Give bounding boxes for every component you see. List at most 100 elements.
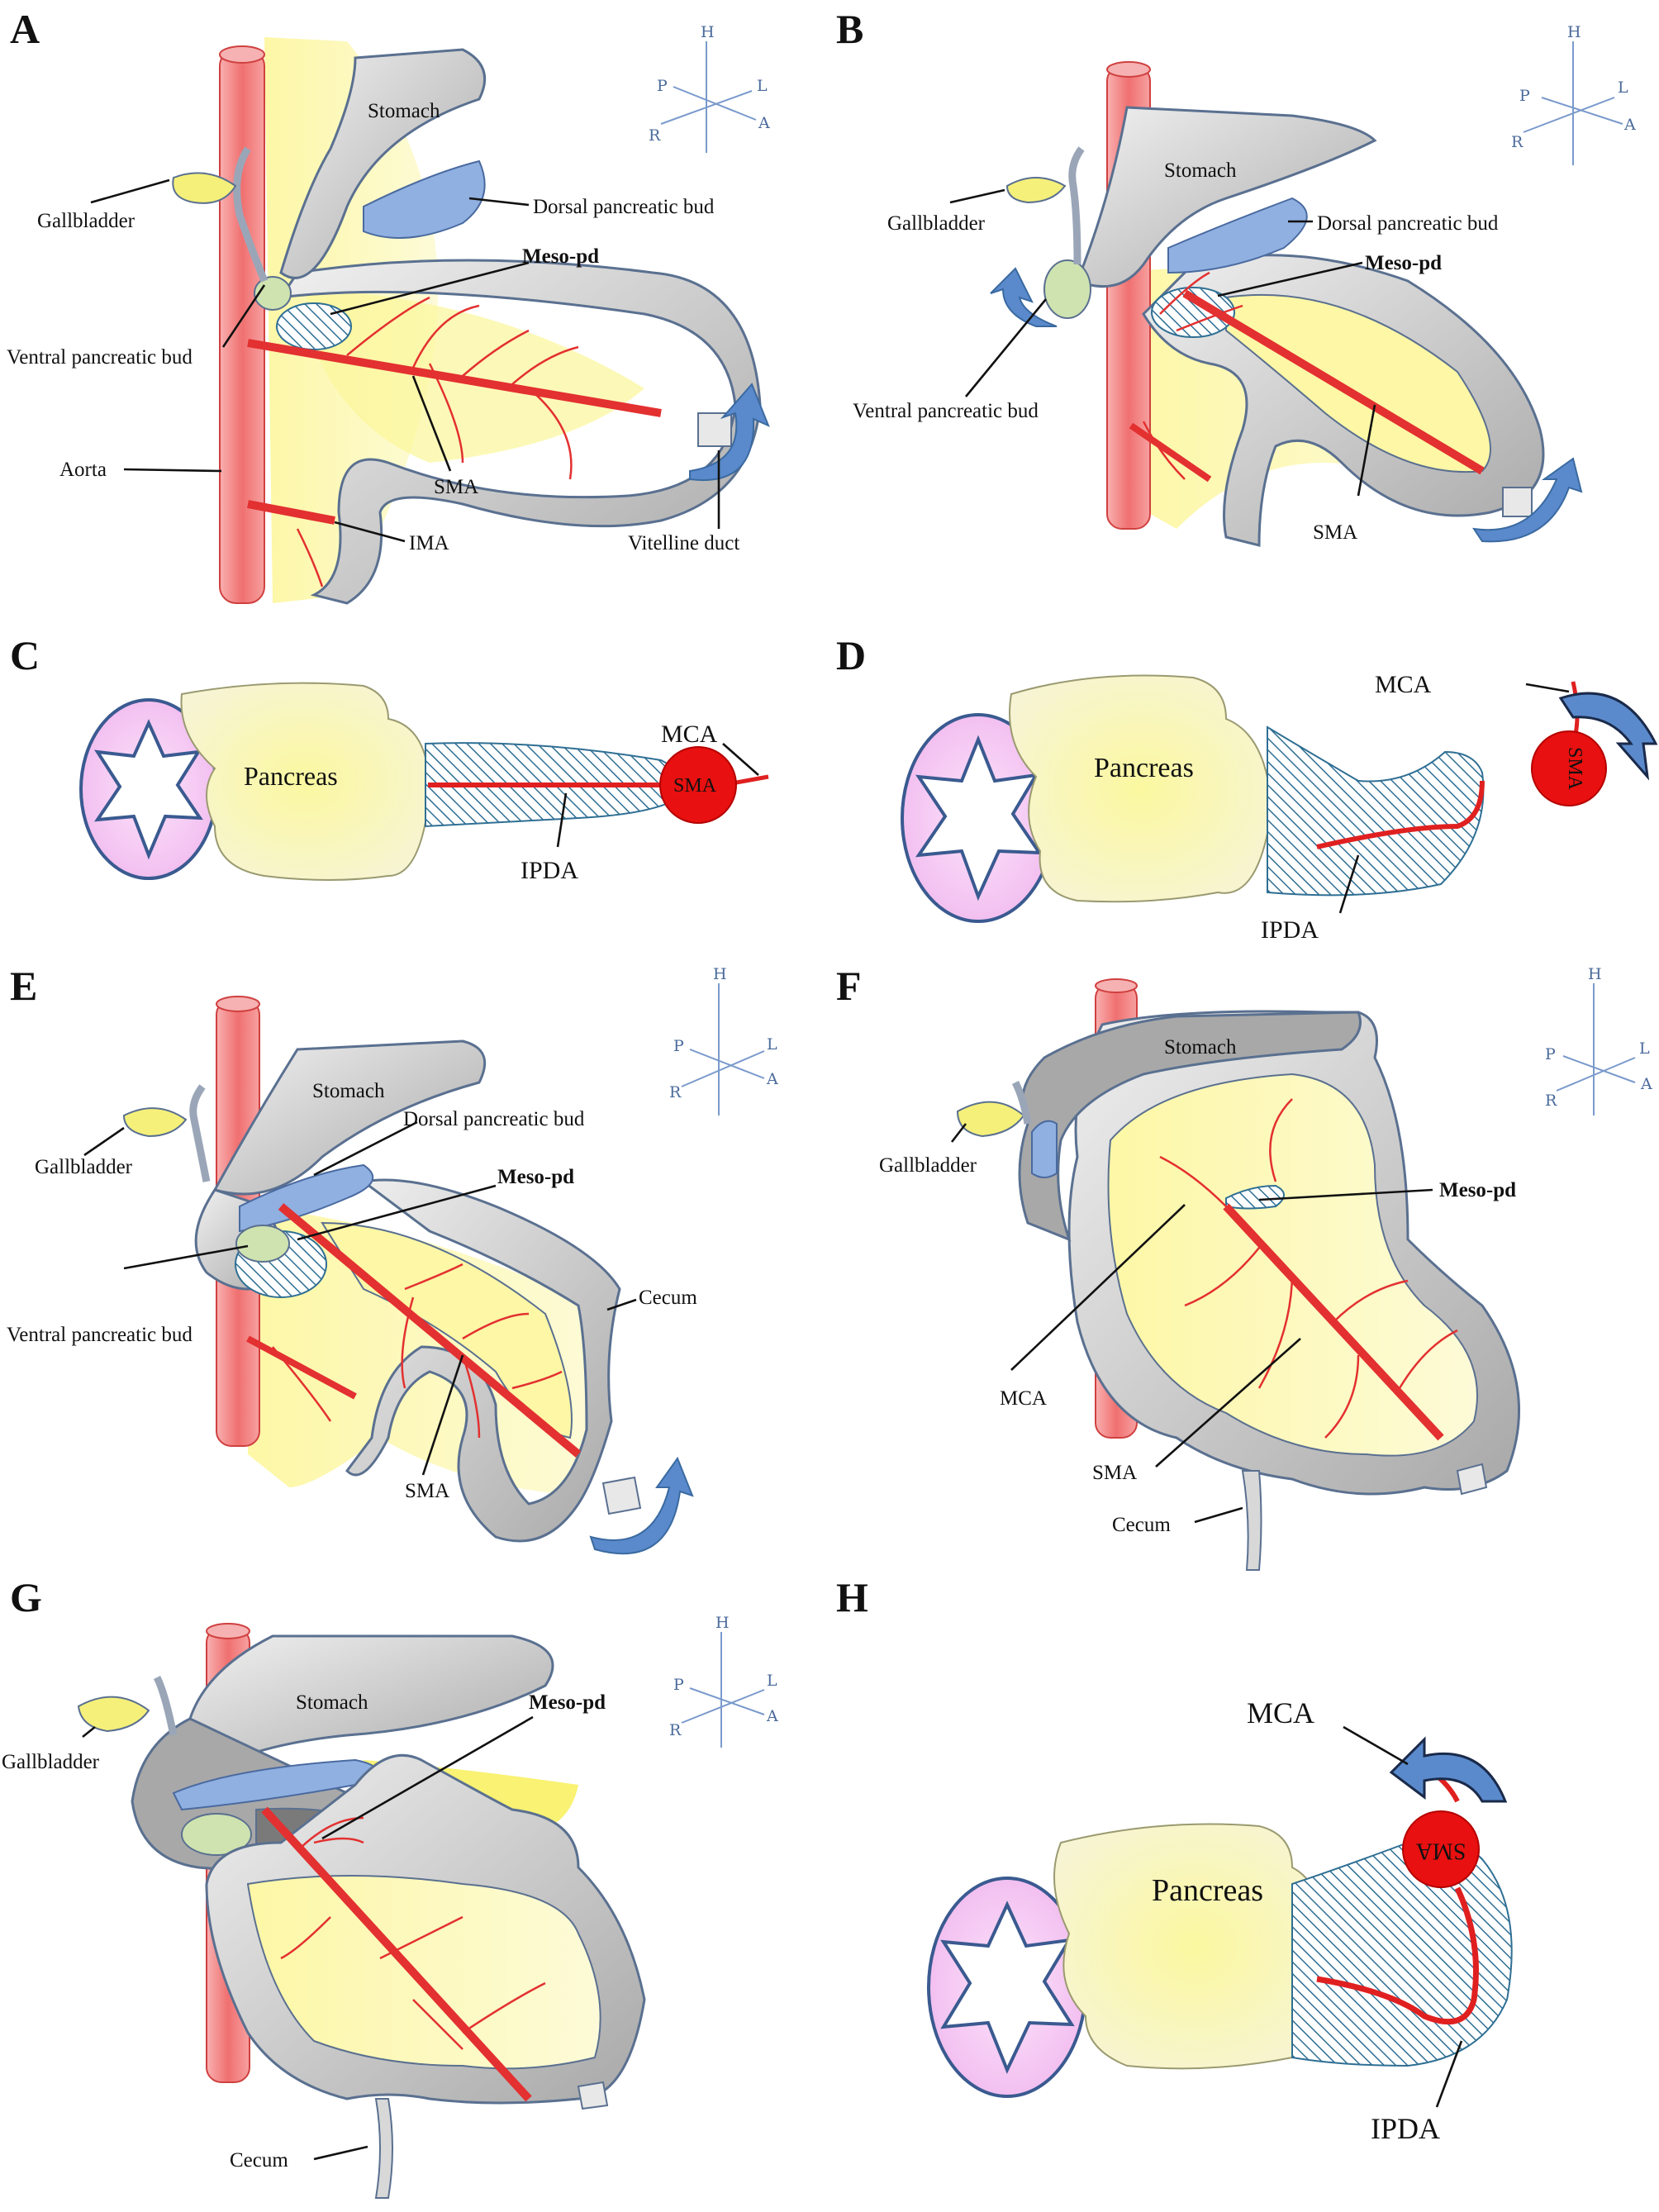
axis-l: L [767,1035,777,1054]
mesentery-inner [1225,293,1491,473]
mca-label: MCA [1000,1387,1047,1410]
stomach-label: Stomach [1164,1036,1237,1058]
ima-label: IMA [409,532,449,554]
artery-branches [1159,1098,1458,1439]
stomach-label: Stomach [1164,159,1237,182]
axis-a: A [758,114,770,132]
sma-label: SMA [1313,521,1357,544]
ipda-label: IPDA [1371,2112,1440,2145]
orientation-axes: H L A P R [1511,23,1636,165]
mesentery-inner [321,1221,573,1439]
orientation-axes: H L A P R [649,23,770,153]
gallbladder [77,1696,150,1733]
dorsal-pancreatic-bud [363,159,486,239]
mca-label: MCA [1247,1696,1314,1729]
gut-loop [278,259,762,605]
aorta-top [1106,61,1151,78]
panel-b: B H L A P R Stomach [830,0,1659,628]
pancreas-label: Pancreas [1152,1873,1263,1908]
stomach [187,1634,554,1770]
dorsal-bud-label: Dorsal pancreatic bud [403,1108,585,1130]
cecum-label: Cecum [639,1287,697,1309]
ventral-pancreatic-bud [1043,259,1091,319]
ipda-artery [1316,1886,1479,2025]
panel-d-diagram: Pancreas SMA MCA IPDA [901,671,1658,944]
gallbladder-label: Gallbladder [887,212,986,235]
cecum-label: Cecum [1112,1514,1171,1536]
ima [246,1335,357,1400]
meso-pd [1291,1836,1513,2067]
sma-label: SMA [434,476,478,498]
dorsal-pancreatic-bud [1031,1120,1058,1178]
panel-d: D Pancreas SMA MCA IPDA [830,628,1659,959]
rotation-arrow [689,383,770,481]
sma [1182,289,1485,475]
vitelline-duct [577,2081,609,2110]
sma-label: SMA [1415,1839,1466,1864]
gut-loop [345,1178,621,1543]
sma-label: SMA [1092,1462,1137,1484]
axis-r: R [1545,1092,1557,1110]
panel-b-diagram: H L A P R Stomach Gallbladder Dorsal pan… [853,23,1636,547]
rotation-arrow [1389,1736,1508,1803]
gallbladder [122,1107,188,1138]
axis-h: H [1588,965,1602,983]
axis-a: A [766,1707,778,1725]
ventral-bud-label: Ventral pancreatic bud [7,346,193,369]
gallbladder [956,1101,1025,1138]
panel-label: E [10,963,38,1009]
axis-p: P [657,77,668,95]
axis-r: R [1511,133,1524,151]
axis-r: R [669,1721,682,1739]
rotation-arrow-left [990,267,1058,327]
panel-e: E H L A P R St [0,959,830,1570]
stomach [1076,106,1377,288]
panel-label: D [836,632,867,678]
gallbladder-label: Gallbladder [35,1156,133,1178]
pancreas [1009,674,1273,903]
axis-p: P [1545,1045,1556,1063]
panel-a-diagram: H L A P R Stomach Gallbladder Dorsal pan… [7,23,770,605]
cecum-appendix [1241,1470,1262,1571]
ventral-pancreatic-bud [181,1813,252,1856]
vitelline-duct [601,1476,642,1515]
artery-branches [296,296,579,587]
orientation-axes: H L A P R [669,965,778,1116]
meso-pd [1267,725,1485,897]
stomach-label: Stomach [368,100,440,122]
axis-a: A [1623,116,1636,134]
panel-label: F [836,963,862,1009]
axis-l: L [757,77,768,95]
pancreas-label: Pancreas [244,761,338,791]
axis-r: R [669,1083,682,1101]
sma [261,1806,532,2102]
panel-g-diagram: H L A P R Stomach Gallbladder Meso-pd Ce… [2,1614,778,2199]
ipda-label: IPDA [1261,916,1319,944]
vitelline-duct [697,412,732,447]
mesentery-inner [1107,1073,1478,1457]
axis-h: H [1567,23,1581,41]
stomach [1018,1011,1362,1242]
meso-pd [1225,1184,1285,1210]
axis-l: L [767,1672,777,1690]
pancreas [180,682,431,881]
aorta-top [1095,978,1138,993]
orientation-axes: H L A P R [1545,965,1652,1116]
axis-p: P [673,1676,684,1694]
dorsal-bud-label: Dorsal pancreatic bud [533,196,715,218]
sma [247,339,662,417]
panel-h: H Pancreas SMA MCA IPDA [830,1570,1659,2212]
panel-label: C [10,632,40,678]
meso-pd-label: Meso-pd [497,1166,574,1188]
ima [247,500,335,525]
stomach [279,48,487,279]
panel-a: A H L A P R [0,0,830,628]
aorta-top [216,996,260,1012]
meso-pd [276,302,352,350]
panel-e-diagram: H L A P R Stomach Gallbladder Dorsal pan… [7,965,778,1555]
aorta-top [206,1623,250,1639]
meso-pd-label: Meso-pd [529,1691,606,1714]
artery-branches [1142,271,1243,480]
axis-l: L [1618,78,1628,97]
bile-duct [153,1675,178,1736]
